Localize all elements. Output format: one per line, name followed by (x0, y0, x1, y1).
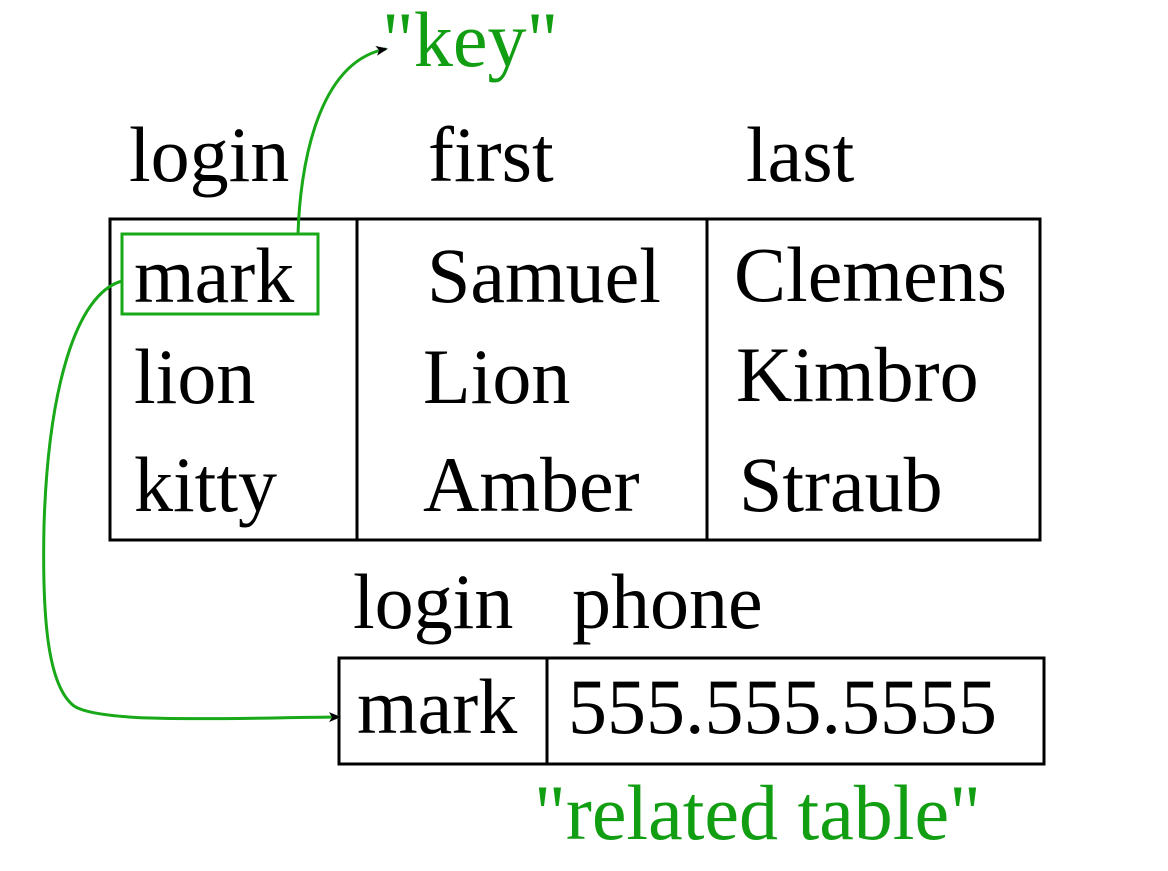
key-highlight-box (120, 232, 320, 316)
users-cell-first-1: Samuel (427, 232, 661, 319)
users-cell-last-1: Clemens (734, 231, 1007, 318)
users-cell-last-3: Straub (739, 441, 943, 528)
users-cell-login-2: lion (134, 333, 255, 420)
phone-cell-number-1: 555.555.5555 (568, 663, 997, 750)
users-cell-login-3: kitty (134, 441, 277, 528)
phone-table-frame (337, 656, 1046, 766)
related-arrow (42, 279, 341, 723)
related-table-label: "related table" (534, 769, 981, 856)
users-cell-last-2: Kimbro (736, 331, 979, 418)
phone-header-phone: phone (572, 558, 763, 645)
phone-cell-login-1: mark (357, 663, 517, 750)
users-cell-login-1: mark (134, 232, 294, 319)
users-table-frame (108, 217, 1042, 542)
key-label: "key" (382, 0, 558, 83)
users-cell-first-3: Amber (423, 441, 640, 528)
users-header-last: last (746, 111, 855, 198)
users-cell-first-2: Lion (423, 333, 570, 420)
phone-header-login: login (353, 558, 513, 645)
key-arrow (296, 45, 388, 235)
users-header-first: first (428, 111, 554, 198)
users-header-login: login (129, 111, 289, 198)
